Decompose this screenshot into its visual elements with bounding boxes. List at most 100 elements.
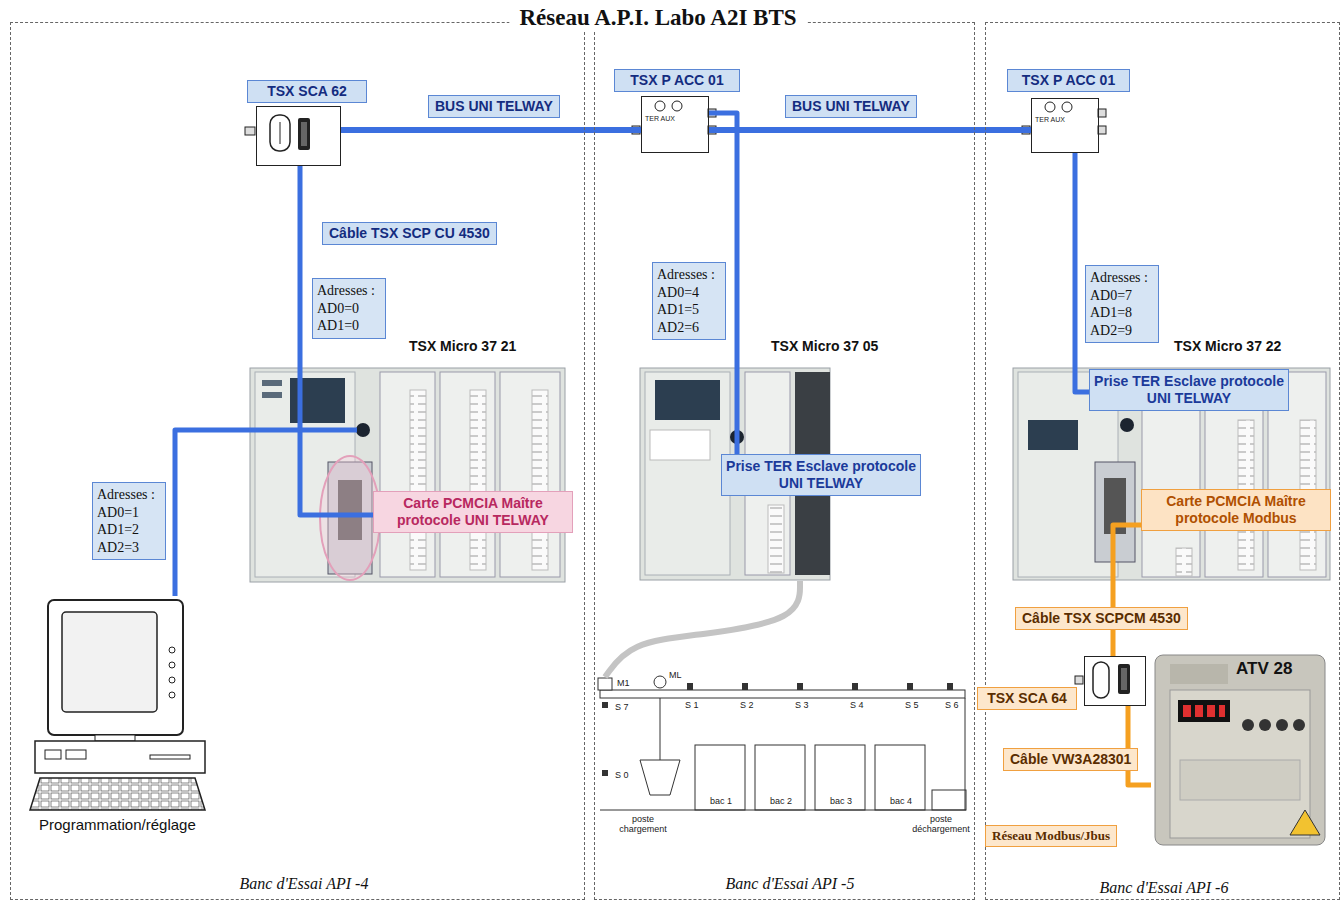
port-label: Prise TER Esclave protocole UNI TELWAY [1089,369,1289,411]
plc-photo [1013,368,1330,580]
plc-photo [500,372,560,577]
conveyor-drawing [660,698,661,760]
junction-box-icon [1118,664,1130,694]
bus-label: BUS UNI TELWAY [428,95,560,118]
junction-box-icon [1075,676,1083,684]
computer-icon [150,755,190,759]
drive-photo [1155,655,1325,845]
address-note: Adresses : AD0=1 AD1=2 AD2=3 [92,482,166,560]
modbus-cable [1113,525,1141,656]
computer-icon [169,662,175,668]
computer-icon [169,692,175,698]
address-note: Adresses : AD0=0 AD1=0 [312,278,386,339]
drive-photo [1183,705,1191,717]
plc-photo [380,372,435,577]
variable-speed-drive: ATV 28 [1151,651,1331,851]
drive-photo [1293,719,1305,731]
test-bench-panel-caption: Banc d'Essai API -6 [1079,879,1249,897]
conveyor-caption: S 0 [615,771,629,781]
drive-photo [1290,810,1320,835]
conveyor-caption: S 4 [850,701,864,711]
plc-photo [440,372,495,577]
junction-box-icon [1093,662,1109,698]
pcmcia-card-label: Carte PCMCIA Maître protocole Modbus [1141,489,1331,531]
conveyor-caption: S 2 [740,701,754,711]
plc-photo [768,505,784,573]
drive-photo [1180,760,1300,800]
computer-icon [169,647,175,653]
conveyor-drawing [598,678,612,690]
drive-photo [1178,700,1230,722]
diagram-title: Réseau A.P.I. Labo A2I BTS [509,5,806,31]
plc-photo [655,380,720,420]
conveyor-caption: poste déchargement [911,815,971,835]
conveyor-drawing [602,702,608,708]
plc-photo [1120,418,1134,432]
cable-label: Câble TSX SCPCM 4530 [1015,607,1188,630]
telway-cable [709,127,1031,133]
tap-box-icon [1098,126,1106,134]
conveyor-drawing [600,690,965,698]
junction-box-caption: TSX SCA 64 [977,687,1077,710]
drive-photo [1170,690,1310,838]
plc-photo [645,372,730,575]
conveyor-drawing [695,745,745,810]
conveyor-drawing [742,683,748,690]
conveyor-caption: poste chargement [613,815,673,835]
tap-box: TSX P ACC 01 [1031,98,1099,153]
port-label: Prise TER Esclave protocole UNI TELWAY [721,454,921,496]
tap-box-icon [1045,102,1055,112]
tap-box-icon [1022,102,1106,134]
test-bench-panel: TSX SCA 62 Carte PCMCIA Maître protocole … [10,22,585,900]
cable-label: Câble TSX SCP CU 4530 [322,222,497,245]
plc-photo [250,368,565,582]
junction-box: TSX SCA 64 [1084,656,1146,706]
plc-photo [532,390,548,570]
conveyor-drawing [687,683,693,690]
junction-box-icon [301,122,307,146]
plc-photo [650,430,710,460]
pcmcia-card-label: Carte PCMCIA Maître protocole UNI TELWAY [373,491,573,533]
junction-box-icon [280,122,281,144]
drive-photo [1207,705,1215,717]
port-marking: TER AUX [1035,116,1065,123]
drive-photo [1276,719,1288,731]
port-label-text: Prise TER Esclave protocole UNI TELWAY [1094,373,1284,407]
conveyor-drawing [815,745,865,810]
tap-box-icon [632,101,716,134]
conveyor-drawing [797,683,803,690]
junction-box-icon [270,115,290,151]
drive-photo [1219,705,1225,717]
cable-label: Câble VW3A28301 [1003,748,1138,771]
telway-cable [300,166,373,515]
conveyor-drawing [598,676,966,810]
bus-label: BUS UNI TELWAY [785,95,917,118]
conveyor-caption: S 7 [615,703,629,713]
modbus-cable [1128,706,1151,785]
computer-icon [30,600,205,810]
network-label: Réseau Modbus/Jbus [985,825,1117,847]
computer-icon [30,778,205,810]
plc-unit-caption: TSX Micro 37 22 [1174,338,1324,354]
test-bench-panel: TSX P ACC 01 Prise TER Esclave protocole … [594,22,975,900]
junction-box-icon [298,118,310,150]
conveyor-caption: bac 3 [816,797,866,807]
computer-icon [35,741,205,773]
tap-box-icon [1098,109,1106,117]
computer-icon [62,612,157,712]
junction-box-icon [1121,668,1127,690]
computer-icon [66,750,86,759]
pcmcia-card-label-text: Carte PCMCIA Maître protocole Modbus [1146,493,1326,527]
drive-photo [1259,719,1271,731]
junction-box: TSX SCA 62 [256,106,341,166]
conveyor-caption: S 5 [905,701,919,711]
conveyor-drawing [640,760,680,795]
computer-icon [45,750,61,759]
tap-box: TSX P ACC 01 [641,96,709,153]
conveyor-drawing [654,676,666,688]
plc-photo [356,423,370,437]
plc-photo [262,380,282,386]
conveyor-caption: bac 2 [756,797,806,807]
plc-unit-caption: TSX Micro 37 21 [409,338,549,354]
